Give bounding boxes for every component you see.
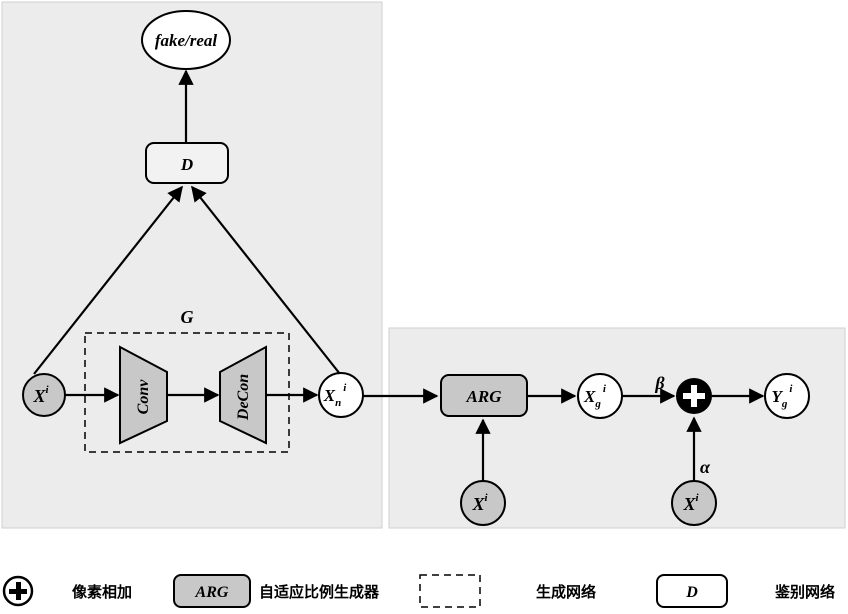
d-box-label: D bbox=[180, 155, 193, 174]
deconv-label: DeCon bbox=[235, 374, 252, 421]
alpha-label: α bbox=[700, 457, 711, 477]
legend-plus-v bbox=[16, 582, 21, 600]
pixel-add-plus-v bbox=[691, 385, 697, 407]
legend-d-label: 鉴别网络 bbox=[774, 583, 835, 601]
generator-panel bbox=[389, 328, 845, 528]
legend-plus-label: 像素相加 bbox=[72, 583, 132, 601]
legend-d-symbol: D bbox=[685, 584, 698, 601]
g-label: G bbox=[181, 307, 194, 327]
discriminator-panel bbox=[2, 2, 382, 528]
beta-label: β bbox=[654, 373, 665, 393]
legend-arg-symbol: ARG bbox=[195, 584, 229, 601]
legend-dashed-label: 生成网络 bbox=[536, 583, 596, 601]
legend-arg-label: 自适应比例生成器 bbox=[259, 583, 380, 601]
legend: 像素相加 ARG 自适应比例生成器 生成网络 D 鉴别网络 bbox=[4, 575, 835, 607]
fake-real-label: fake/real bbox=[155, 31, 218, 50]
legend-dashed-box bbox=[420, 575, 480, 607]
arg-box-label: ARG bbox=[466, 387, 503, 406]
conv-label: Conv bbox=[135, 379, 152, 415]
